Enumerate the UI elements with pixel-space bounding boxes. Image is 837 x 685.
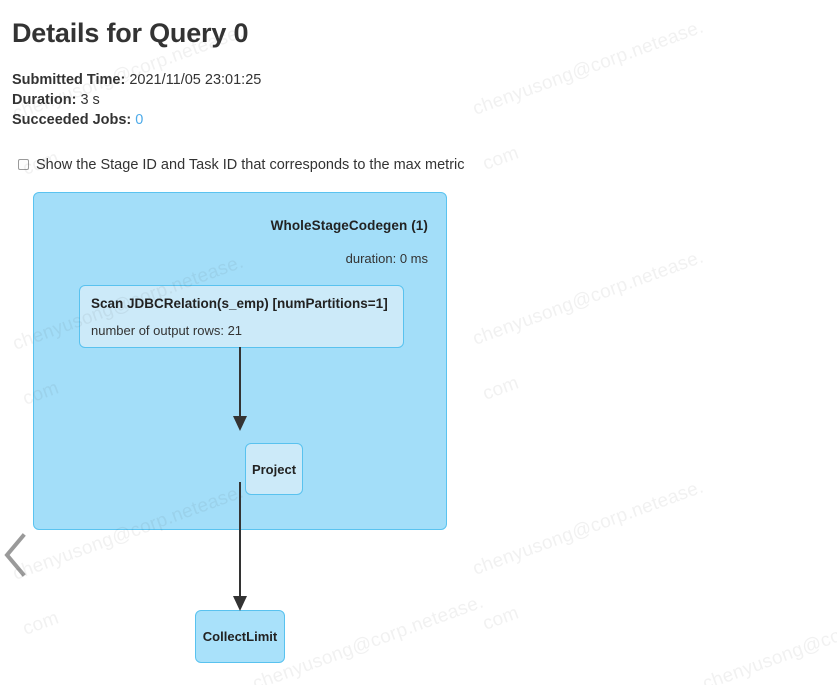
node-collect-limit[interactable]: CollectLimit xyxy=(195,610,285,663)
cluster-title: WholeStageCodegen (1) xyxy=(270,218,428,233)
node-collect-limit-title: CollectLimit xyxy=(202,629,278,644)
node-project-title: Project xyxy=(251,461,297,477)
page-title: Details for Query 0 xyxy=(12,18,249,48)
show-stage-task-id-checkbox[interactable] xyxy=(18,159,29,170)
succeeded-jobs-label: Succeeded Jobs: xyxy=(12,112,132,128)
node-scan-title: Scan JDBCRelation(s_emp) [numPartitions=… xyxy=(91,296,388,311)
chevron-left-icon[interactable] xyxy=(2,532,28,578)
arrowhead-scan-to-project xyxy=(233,416,247,431)
cluster-metric: duration: 0 ms xyxy=(345,251,428,266)
node-scan-metric: number of output rows: 21 xyxy=(91,323,243,338)
submitted-time-row: Submitted Time: 2021/11/05 23:01:25 xyxy=(12,70,261,90)
show-stage-task-id-row[interactable]: Show the Stage ID and Task ID that corre… xyxy=(14,156,465,173)
duration-label: Duration: xyxy=(12,92,77,108)
watermark-text: com xyxy=(480,142,522,175)
succeeded-jobs-link[interactable]: 0 xyxy=(135,112,144,128)
node-project[interactable]: Project xyxy=(245,443,303,495)
show-stage-task-id-label: Show the Stage ID and Task ID that corre… xyxy=(36,156,465,173)
duration-row: Duration: 3 s xyxy=(12,90,261,110)
query-metadata: Submitted Time: 2021/11/05 23:01:25 Dura… xyxy=(12,70,261,130)
physical-plan-graph: WholeStageCodegen (1) duration: 0 ms Sca… xyxy=(0,180,837,685)
duration-value: 3 s xyxy=(80,92,100,108)
arrowhead-project-to-collectlimit xyxy=(233,596,247,611)
plan-edges xyxy=(233,347,247,611)
succeeded-jobs-row: Succeeded Jobs: 0 xyxy=(12,110,261,130)
watermark-text: chenyusong@corp.netease. xyxy=(470,16,707,120)
node-scan-jdbcrelation[interactable]: Scan JDBCRelation(s_emp) [numPartitions=… xyxy=(79,285,404,348)
submitted-time-value: 2021/11/05 23:01:25 xyxy=(129,72,262,88)
submitted-time-label: Submitted Time: xyxy=(12,72,126,88)
